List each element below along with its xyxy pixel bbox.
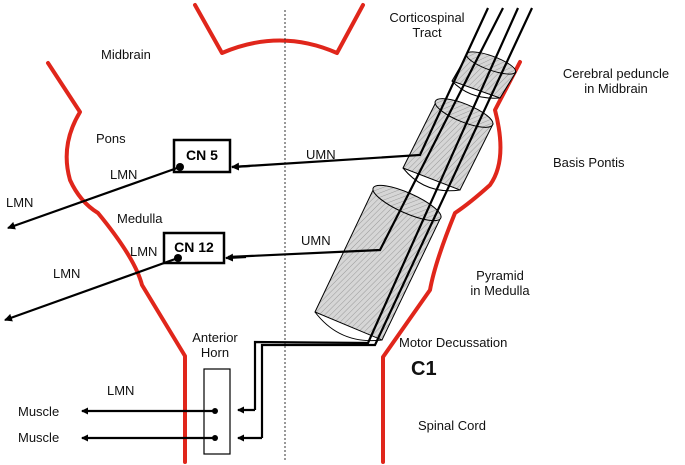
umn-bottom-label: UMN bbox=[301, 233, 331, 248]
basis-pontis-label: Basis Pontis bbox=[553, 155, 625, 170]
left-outline bbox=[46, 61, 187, 464]
anterior-horn-box bbox=[203, 368, 231, 455]
corticospinal-fibers bbox=[227, 7, 533, 438]
corticospinal-tract-label: Corticospinal Tract bbox=[389, 10, 465, 40]
medulla-label: Medulla bbox=[117, 211, 163, 226]
right-outline bbox=[381, 60, 522, 464]
cn5-label: CN 5 bbox=[186, 147, 218, 163]
brainstem-outline bbox=[46, 3, 522, 464]
midbrain-label: Midbrain bbox=[101, 47, 151, 62]
lmn-lines bbox=[4, 165, 215, 442]
muscle-1-label: Muscle bbox=[18, 404, 60, 419]
lmn-medulla-label: LMN bbox=[130, 244, 158, 259]
pons-label: Pons bbox=[96, 131, 126, 146]
muscle-2-label: Muscle bbox=[18, 430, 60, 445]
lmn-pons-label: LMN bbox=[110, 167, 138, 182]
lmn-spinal-label: LMN bbox=[107, 383, 135, 398]
anterior-horn-label: Anterior Horn bbox=[192, 330, 238, 360]
c1-label: C1 bbox=[411, 358, 437, 380]
umn-arrowheads bbox=[225, 162, 262, 442]
spinal-cord-label: Spinal Cord bbox=[418, 418, 486, 433]
motor-decussation-label: Motor Decussation bbox=[399, 335, 508, 350]
umn-top-label: UMN bbox=[306, 147, 336, 162]
midbrain-top-notch bbox=[193, 3, 365, 55]
cn12-label: CN 12 bbox=[174, 239, 214, 255]
lmn-mid-far-label: LMN bbox=[53, 266, 81, 281]
pyramid-label: Pyramid in Medulla bbox=[470, 268, 530, 298]
lmn-top-far-label: LMN bbox=[6, 195, 34, 210]
pyramid-cylinder bbox=[314, 184, 442, 342]
cerebral-peduncle-label: Cerebral peduncle in Midbrain bbox=[562, 66, 670, 96]
basis-pontis-cylinder bbox=[402, 98, 494, 192]
nucleus-dots bbox=[174, 163, 218, 441]
